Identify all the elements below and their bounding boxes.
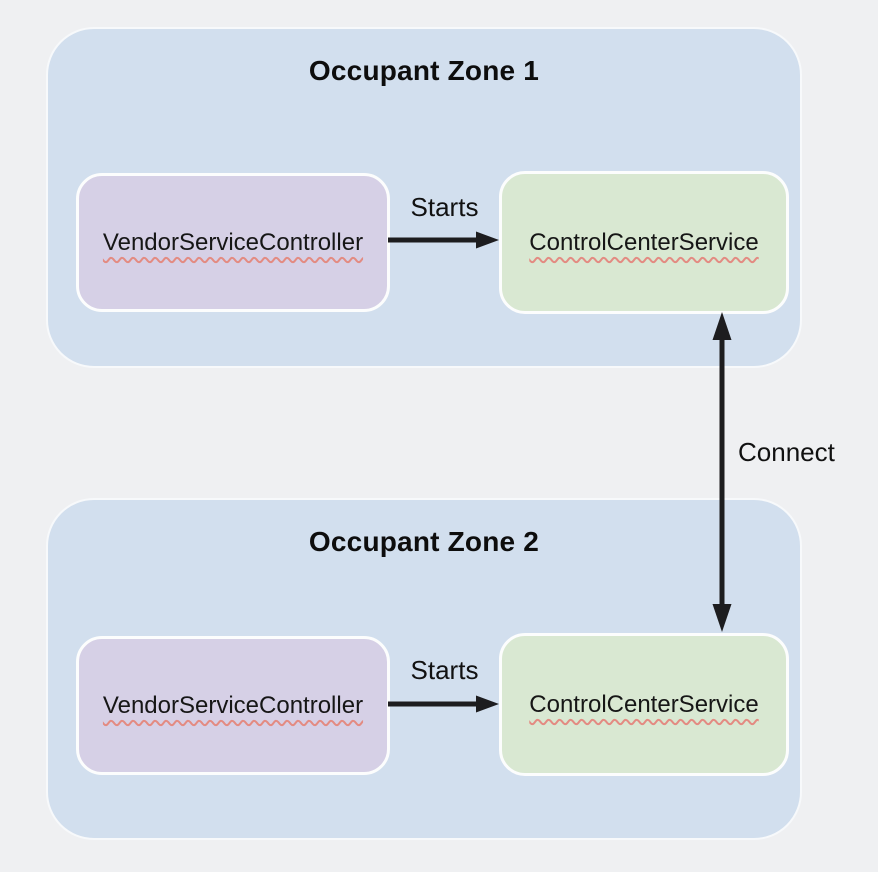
- zone-1-vendor-service-controller-label: VendorServiceController: [102, 228, 364, 256]
- zone-2-vendor-service-controller-label: VendorServiceController: [102, 691, 364, 719]
- zone-1-title: Occupant Zone 1: [308, 55, 540, 86]
- zone-1-vendor-service-controller-box: VendorServiceController: [76, 173, 390, 312]
- connect-arrow: [712, 312, 732, 632]
- starts-label-zone-1: Starts: [410, 192, 479, 222]
- zone-2-vendor-service-controller-box: VendorServiceController: [76, 636, 390, 775]
- zone-1-control-center-service-label: ControlCenterService: [529, 228, 759, 256]
- starts-arrow-zone-1: [388, 231, 499, 249]
- starts-arrow-zone-2: [388, 695, 499, 713]
- zone-2-control-center-service-label: ControlCenterService: [529, 690, 759, 718]
- starts-label-zone-2: Starts: [410, 655, 479, 685]
- zone-1-control-center-service-box: ControlCenterService: [499, 171, 789, 314]
- zone-2-title: Occupant Zone 2: [308, 526, 540, 557]
- zone-2-control-center-service-box: ControlCenterService: [499, 633, 789, 776]
- connect-label: Connect: [738, 437, 835, 467]
